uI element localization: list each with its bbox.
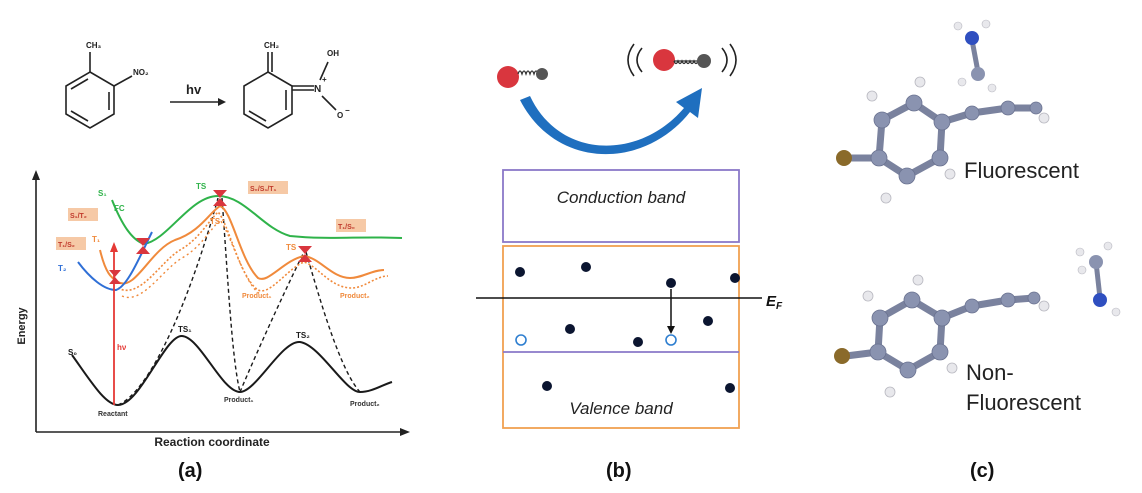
product1-excited-label: Product₁ <box>242 293 271 300</box>
conduction-band-box <box>502 169 740 243</box>
t1-label: T₁ <box>92 235 101 244</box>
non-fluorescent-label-line1: Non- <box>966 360 1014 385</box>
ts2-label: TS₂ <box>296 331 310 340</box>
y-axis-label: Energy <box>16 306 28 344</box>
electron <box>666 278 676 288</box>
electron <box>542 381 552 391</box>
electron <box>581 262 591 272</box>
electron <box>730 273 740 283</box>
svg-text:S₀/S₁/T₁: S₀/S₁/T₁ <box>250 186 277 193</box>
tag-s0-s1-t1: S₀/S₁/T₁ <box>248 181 288 194</box>
ts-b-label: TS <box>286 243 297 252</box>
bottom-molecule <box>834 274 1050 398</box>
product2-excited-label: Product₂ <box>340 293 370 300</box>
s1-label: S₁ <box>98 189 107 198</box>
electron <box>725 383 735 393</box>
tag-s1-t2: S₁/T₂ <box>68 208 98 221</box>
electron <box>515 267 525 277</box>
electrons <box>515 262 740 393</box>
x-axis-label: Reaction coordinate <box>154 435 270 449</box>
scattering-arrow <box>520 88 702 155</box>
product-n-label: N <box>314 84 321 95</box>
crossing-marker-2 <box>109 270 121 284</box>
product-o-label: O <box>337 111 343 120</box>
crossing-marker-4 <box>298 246 312 262</box>
holes <box>515 334 677 346</box>
atom-pair-left <box>497 66 548 88</box>
reactant-molecule <box>65 52 133 129</box>
electron <box>633 337 643 347</box>
excitation-arrowhead <box>110 242 118 252</box>
hole <box>515 334 527 346</box>
s0-dashed-path-1 <box>117 197 219 406</box>
panel-label-c: (c) <box>970 460 995 482</box>
scattering-label: scattering <box>578 115 644 132</box>
valence-band-label: Valence band <box>569 399 673 418</box>
ts-b-sub-label: TS <box>210 217 221 226</box>
product-plus-label: + <box>322 75 327 84</box>
reactant-ch3-label: CH₃ <box>86 41 102 50</box>
ts-a-label: TS <box>196 182 207 191</box>
panel-label-a: (a) <box>178 460 203 482</box>
t2-label: T₂ <box>58 264 67 273</box>
product1-label: Product₁ <box>224 397 253 404</box>
fc-label: FC <box>114 204 125 213</box>
tag-t1-s2: T₁/S₂ <box>56 237 86 250</box>
non-fluorescent-label-line2: Fluorescent <box>966 390 1081 415</box>
reactant-label: Reactant <box>98 411 128 418</box>
reactant-no2-label: NO₂ <box>133 68 149 77</box>
panel-label-b: (b) <box>606 460 632 482</box>
crossing-marker-3 <box>213 190 227 206</box>
valence-band-box <box>502 245 740 429</box>
energy-axes <box>32 170 410 436</box>
electron <box>703 316 713 326</box>
product-oh-label: OH <box>327 49 339 58</box>
atom-pair-right <box>627 43 737 77</box>
s0-label: S₀ <box>68 348 77 357</box>
panel-c: Fluorescent <box>834 19 1121 415</box>
tag-t1-s0: T₁/S₀ <box>336 219 366 232</box>
svg-text:S₁/T₂: S₁/T₂ <box>70 213 87 220</box>
electron <box>565 324 575 334</box>
product2-label: Product₂ <box>350 401 380 408</box>
ts1-label: TS₁ <box>178 325 192 334</box>
transition-arrowhead <box>667 326 675 334</box>
product-ch2-label: CH₂ <box>264 41 280 50</box>
conduction-band-label: Conduction band <box>557 188 686 207</box>
svg-text:T₁/S₂: T₁/S₂ <box>58 242 75 249</box>
excitation-hv-label: hν <box>117 343 127 352</box>
product-minus-label: − <box>345 106 350 115</box>
s0-dashed-path-3 <box>239 251 305 393</box>
fluorescent-label: Fluorescent <box>964 158 1079 183</box>
top-molecule <box>836 76 1050 204</box>
product-molecule <box>243 52 337 129</box>
bottom-methylamine <box>1075 241 1121 317</box>
hv-arrow-label: hv <box>186 82 202 97</box>
hole <box>665 334 677 346</box>
top-methylamine <box>953 19 997 93</box>
panel-b: scattering Conduction band Valence band … <box>476 43 783 429</box>
t1-dotted-curve-2 <box>121 218 261 299</box>
svg-text:T₁/S₀: T₁/S₀ <box>338 224 355 231</box>
panel-a: CH₃ NO₂ hv CH₂ OH N + O − <box>16 41 410 449</box>
reaction-arrow <box>170 98 226 106</box>
fermi-level-label: EF <box>766 293 783 312</box>
t1-dotted-curve-1 <box>117 210 389 292</box>
crossing-marker-1 <box>136 238 150 254</box>
